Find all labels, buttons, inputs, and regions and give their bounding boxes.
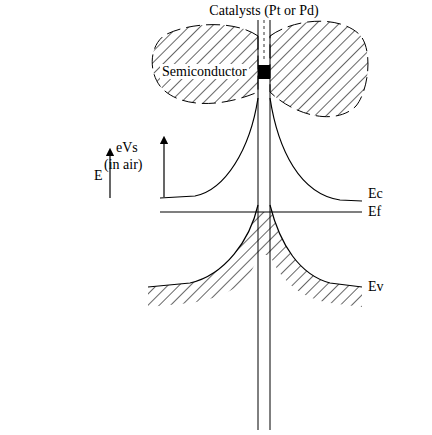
material-label: Semiconductor	[160, 64, 249, 79]
neck-centre	[264, 20, 265, 60]
catalyst-label: Catalysts (Pt or Pd)	[207, 3, 320, 18]
conduction-band-edge	[160, 98, 258, 198]
band-label: Ef	[368, 204, 381, 219]
semiconductor-grain	[270, 21, 368, 116]
valence-band-edge	[148, 205, 258, 287]
semiconductor-grain	[152, 25, 258, 104]
valence-band-fill	[148, 205, 362, 307]
conduction-band-edge	[270, 98, 362, 201]
catalyst-particle	[258, 65, 270, 79]
fermi-level	[160, 211, 362, 212]
barrier-label: eVs	[116, 140, 138, 155]
barrier-height-arrow	[163, 140, 164, 197]
band-label: Ev	[368, 279, 384, 294]
band-label: Ec	[368, 186, 383, 201]
axis-label: E	[94, 168, 103, 183]
condition-label: (in air)	[104, 157, 142, 172]
valence-band-edge	[270, 205, 362, 287]
